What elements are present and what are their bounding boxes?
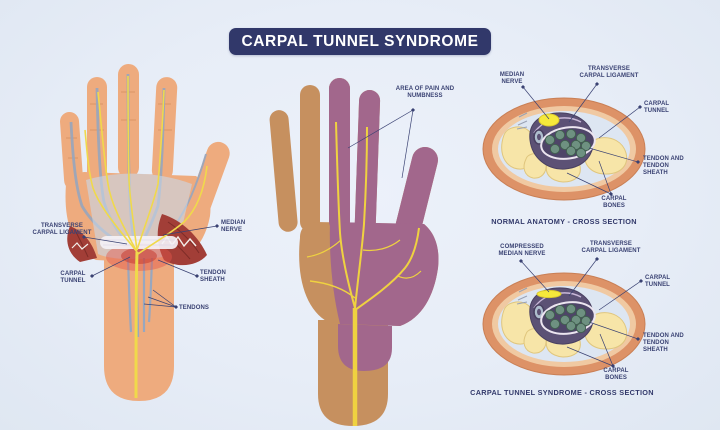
label-cs-syndrome-tendon-and-tendon-sheath: TENDON AND TENDON SHEATH (643, 333, 684, 354)
median-nerve-branches (84, 75, 208, 399)
label-cs-normal-transverse-carpal-ligament: TRANSVERSE CARPAL LIGAMENT (579, 66, 639, 80)
tendon-circles (544, 128, 592, 159)
label-cs-syndrome-compressed-median-nerve: COMPRESSED MEDIAN NERVE (498, 244, 546, 258)
median-nerve-shape (538, 113, 560, 127)
pain-map-pointer-lines (347, 107, 416, 179)
cross-section-syndrome-pointer-lines (518, 256, 644, 369)
pain-area-overlay (329, 78, 439, 371)
pain-map-illustration (269, 78, 439, 426)
hand-anatomy-illustration (60, 64, 230, 401)
label-cs-syndrome-carpal-tunnel: CARPAL TUNNEL (645, 275, 671, 289)
label-carpal-tunnel: CARPAL TUNNEL (60, 271, 86, 285)
page-title: CARPAL TUNNEL SYNDROME (229, 28, 491, 55)
cross-section-normal-pointer-lines (520, 81, 643, 197)
label-cs-syndrome-transverse-carpal-ligament: TRANSVERSE CARPAL LIGAMENT (581, 241, 641, 255)
label-area-of-pain: AREA OF PAIN AND NUMBNESS (395, 86, 455, 100)
inflammation (106, 243, 172, 271)
hand-anatomy-pointer-lines (81, 223, 220, 310)
tendon-circles (544, 303, 592, 334)
label-tendons: TENDONS (179, 305, 210, 311)
label-transverse-carpal-ligament: TRANSVERSE CARPAL LIGAMENT (32, 223, 92, 237)
palm-muscles (67, 214, 207, 266)
label-cs-normal-carpal-tunnel: CARPAL TUNNEL (644, 101, 670, 115)
cross-section-syndrome-illustration (482, 272, 646, 376)
compressed-median-nerve-shape (536, 289, 562, 299)
label-tendon-sheath: TENDON SHEATH (200, 270, 226, 284)
label-cs-normal-tendon-and-tendon-sheath: TENDON AND TENDON SHEATH (643, 156, 684, 177)
label-cs-normal-carpal-bones: CARPAL BONES (601, 196, 627, 210)
caption-normal-anatomy: NORMAL ANATOMY - CROSS SECTION (491, 217, 637, 226)
caption-carpal-tunnel-syndrome: CARPAL TUNNEL SYNDROME - CROSS SECTION (470, 388, 654, 397)
label-cs-syndrome-carpal-bones: CARPAL BONES (603, 368, 629, 382)
label-median-nerve: MEDIAN NERVE (221, 220, 246, 234)
pain-map-nerve (306, 121, 422, 426)
label-cs-normal-median-nerve: MEDIAN NERVE (499, 72, 525, 86)
cross-section-normal-illustration (482, 97, 646, 201)
